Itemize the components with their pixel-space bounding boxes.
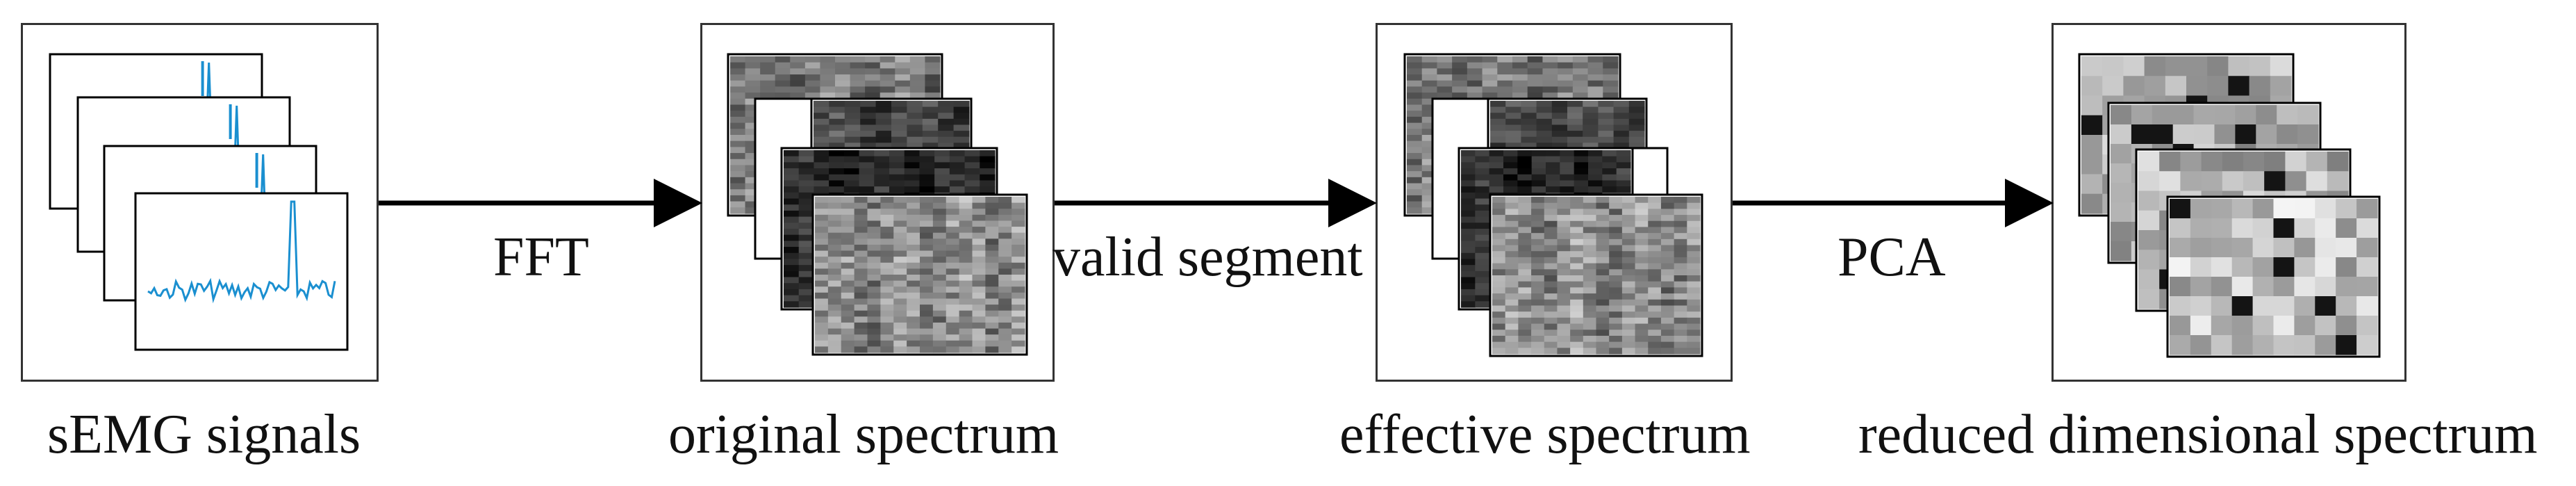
- caption-original-spectrum: original spectrum: [668, 404, 1059, 465]
- reduced-spectrum-stack: [2078, 53, 2381, 358]
- spectrum-frame: [1489, 193, 1703, 357]
- semg-frame: [134, 192, 349, 351]
- semg-waveform: [147, 200, 336, 304]
- effective-spectrum-stack: [1403, 53, 1703, 357]
- caption-semg-signals: sEMG signals: [47, 404, 361, 465]
- spectrum-frame: [811, 193, 1028, 356]
- semg-signal-stack: [49, 53, 349, 351]
- reduced-grid-frame: [2166, 195, 2381, 358]
- arrow-label-valid-segment: valid segment: [1052, 227, 1363, 288]
- arrow-label-fft: FFT: [493, 227, 589, 288]
- caption-reduced-dimensional-spectrum: reduced dimensional spectrum: [1858, 404, 2538, 465]
- caption-effective-spectrum: effective spectrum: [1339, 404, 1751, 465]
- arrow-label-pca: PCA: [1838, 227, 1946, 288]
- original-spectrum-stack: [727, 53, 1028, 356]
